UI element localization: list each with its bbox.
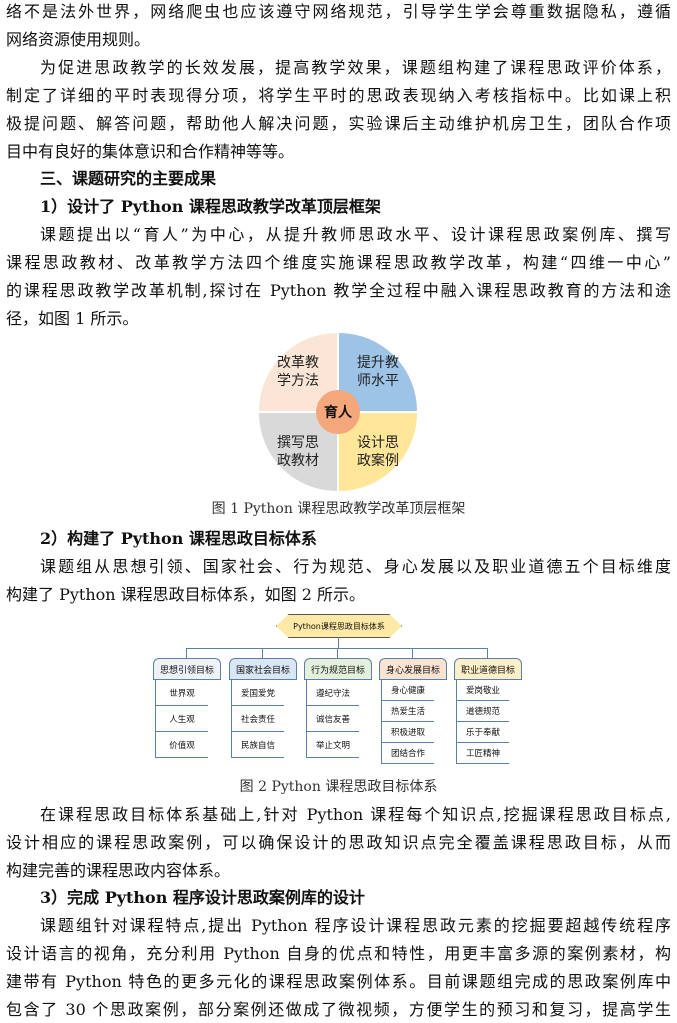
goal-item: 社会责任	[232, 706, 284, 732]
goal-item: 工匠精神	[457, 743, 509, 764]
goal-item: 举止文明	[307, 732, 359, 758]
text-line: 课程思政教材、改革教学方法四个维度实施课程思政教学改革，构建“四维一中心”	[6, 253, 671, 272]
figure-1-framework-diagram: 改革教学方法 提升教师水平 撰写思政教材 设计思政案例 育人	[258, 332, 418, 492]
text-line: 目中有良好的集体意识和合作精神等等。	[6, 142, 295, 161]
goal-item: 团结合作	[382, 743, 434, 764]
goal-item: 民族自信	[232, 732, 284, 758]
category-node: 行为规范目标	[304, 658, 372, 680]
text-line: 课题组针对课程特点,提出 Python 程序设计课程思政元素的挖掘要超越传统程序	[40, 916, 671, 935]
category-node: 职业道德目标	[454, 658, 522, 680]
goal-item: 人生观	[156, 706, 208, 732]
root-node: Python课程思政目标体系	[276, 614, 402, 638]
goal-item: 爱岗敬业	[457, 680, 509, 701]
subsection-heading: 2）构建了 Python 课程思政目标体系	[40, 529, 317, 548]
subsection-heading: 3）完成 Python 程序设计思政案例库的设计	[40, 888, 365, 907]
text-line: 极提问题、解答问题，帮助他人解决问题，实验课后主动维护机房卫生，团队合作项	[6, 114, 671, 133]
text-line: 为促进思政教学的长效发展，提高教学效果，课题组构建了课程思政评价体系，	[40, 58, 671, 77]
category-node: 身心发展目标	[379, 658, 447, 680]
goal-item: 积极进取	[382, 722, 434, 743]
text-line: 设计相应的课程思政案例，可以确保设计的思政知识点完全覆盖课程思政目标，从而	[6, 833, 671, 852]
goal-item: 身心健康	[382, 680, 434, 701]
text-line: 络不是法外世界，网络爬虫也应该遵守网络规范，引导学生学会尊重数据隐私，遵循	[6, 2, 671, 21]
text-line: 构建了 Python 课程思政目标体系，如图 2 所示。	[6, 585, 366, 604]
text-line: 的课程思政教学改革机制,探讨在 Python 教学全过程中融入课程思政教育的方法…	[6, 281, 671, 300]
goal-item: 价值观	[156, 732, 208, 758]
text-line: 建带有 Python 特色的更多元化的课程思政案例体系。目前课题组完成的思政案例…	[6, 972, 671, 991]
center-circle: 育人	[316, 390, 360, 434]
category-node: 思想引领目标	[153, 658, 221, 680]
text-line: 设计语言的视角，充分利用 Python 自身的优点和特性，用更丰富多源的案例素材…	[6, 944, 671, 963]
goal-item: 诚信友善	[307, 706, 359, 732]
goal-item: 遵纪守法	[307, 680, 359, 706]
goal-item: 乐于奉献	[457, 722, 509, 743]
text-line: 网络资源使用规则。	[6, 30, 151, 49]
subsection-heading: 1）设计了 Python 课程思政教学改革顶层框架	[40, 197, 381, 216]
text-line: 课题提出以“育人”为中心，从提升教师思政水平、设计课程思政案例库、撰写	[40, 225, 671, 244]
category-node: 国家社会目标	[229, 658, 297, 680]
section-heading: 三、课题研究的主要成果	[40, 169, 217, 188]
figure-2-caption: 图 2 Python 课程思政目标体系	[239, 779, 438, 795]
quadrant-teaching-method: 改革教学方法	[259, 333, 337, 411]
text-line: 构建完善的课程思政内容体系。	[6, 861, 231, 880]
text-line: 包含了 30 个思政案例，部分案例还做成了微视频，方便学生的预习和复习，提高学生	[6, 1000, 671, 1019]
text-line: 制定了详细的平时表现得分项，将学生平时的思政表现纳入考核指标中。比如课上积	[6, 86, 671, 105]
goal-item: 热爱生活	[382, 701, 434, 722]
text-line: 径，如图 1 所示。	[6, 309, 139, 328]
goal-item: 道德规范	[457, 701, 509, 722]
figure-1-caption: 图 1 Python 课程思政教学改革顶层框架	[211, 501, 466, 517]
text-line: 在课程思政目标体系基础上,针对 Python 课程每个知识点,挖掘课程思政目标点…	[40, 805, 671, 824]
goal-item: 世界观	[156, 680, 208, 706]
text-line: 课题组从思想引领、国家社会、行为规范、身心发展以及职业道德五个目标维度	[40, 557, 671, 576]
figure-2-goal-system-diagram: Python课程思政目标体系 思想引领目标世界观人生观价值观 国家社会目标爱国爱党…	[150, 610, 530, 770]
goal-item: 爱国爱党	[232, 680, 284, 706]
